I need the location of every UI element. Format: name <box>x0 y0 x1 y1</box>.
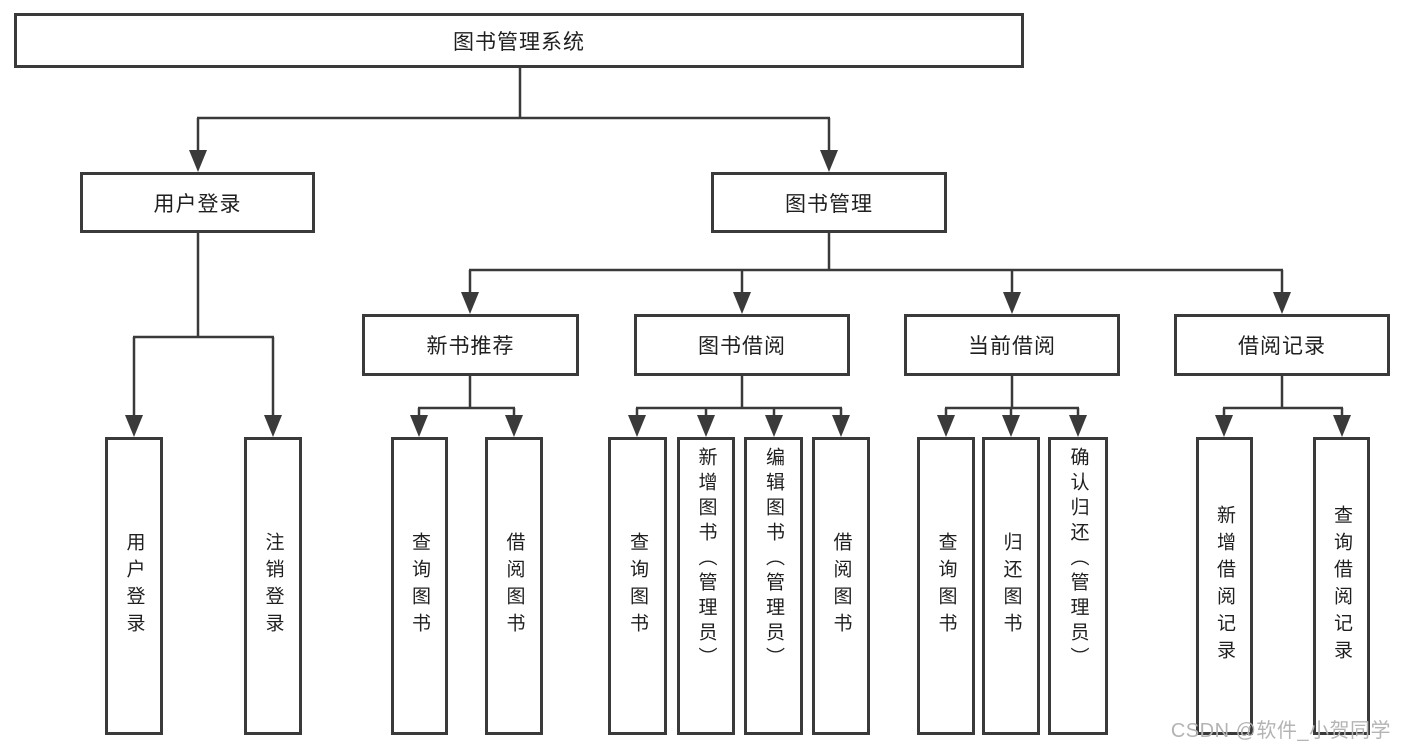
node-borrow-record: 借阅记录 <box>1174 314 1390 376</box>
node-cb-confirm-return-admin: 确认归还（管理员） <box>1048 437 1108 735</box>
node-user-login: 用户登录 <box>80 172 315 233</box>
node-cb-return-book: 归还图书 <box>982 437 1040 735</box>
node-new-book-recommend: 新书推荐 <box>362 314 579 376</box>
node-bb-edit-book-admin: 编辑图书（管理员） <box>744 437 803 735</box>
node-current-borrow: 当前借阅 <box>904 314 1120 376</box>
csdn-watermark: CSDN @软件_小贺同学 <box>1170 720 1391 742</box>
node-cb-query-book: 查询图书 <box>917 437 975 735</box>
node-leaf-user-login: 用户登录 <box>105 437 163 735</box>
node-leaf-logout: 注销登录 <box>244 437 302 735</box>
node-bb-add-book-admin: 新增图书（管理员） <box>677 437 735 735</box>
node-br-add-record: 新增借阅记录 <box>1196 437 1253 735</box>
node-rec-borrow-book: 借阅图书 <box>485 437 543 735</box>
node-root: 图书管理系统 <box>14 13 1024 68</box>
node-rec-query-book: 查询图书 <box>391 437 448 735</box>
node-br-query-record: 查询借阅记录 <box>1313 437 1370 735</box>
node-book-borrow: 图书借阅 <box>634 314 850 376</box>
node-book-management: 图书管理 <box>711 172 947 233</box>
node-bb-query-book: 查询图书 <box>608 437 667 735</box>
node-bb-borrow-book: 借阅图书 <box>812 437 870 735</box>
